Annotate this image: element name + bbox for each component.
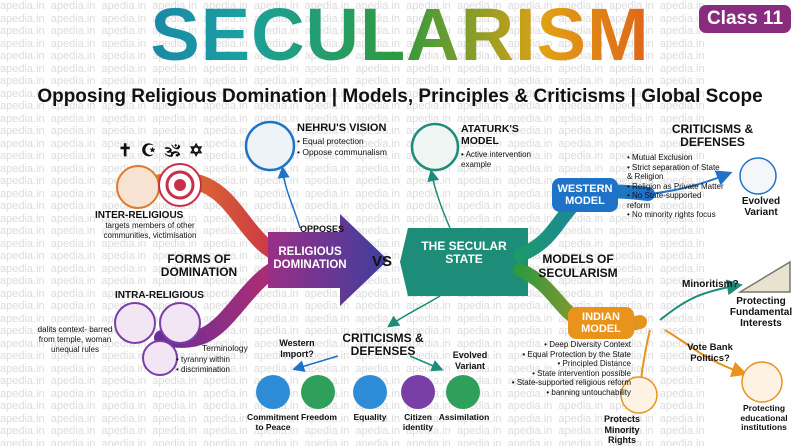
target-ring-outer bbox=[165, 170, 195, 200]
terminology-icon bbox=[159, 302, 201, 344]
vs-label: VS bbox=[372, 253, 393, 270]
indian-model-bullets: Deep Diversity Context Equal Protection … bbox=[503, 340, 631, 397]
plant-icon bbox=[301, 375, 335, 409]
protecting-educational-label: Protecting educational institutions bbox=[740, 403, 788, 432]
indian-bullet: banning untouchability bbox=[503, 388, 631, 398]
citizen-icon bbox=[401, 375, 435, 409]
minoritism-label: Minoritism? bbox=[682, 279, 739, 290]
religious-domination-label: RELIGIOUS DOMINATION bbox=[273, 246, 347, 271]
criticisms-top-title: CRITICISMS & DEFENSES bbox=[671, 122, 754, 149]
subtitle: Opposing Religious Domination | Models, … bbox=[37, 86, 763, 107]
terminology-label: Terminology bbox=[202, 343, 248, 353]
dove-icon bbox=[256, 375, 290, 409]
inter-religious-desc: targets members of other communities, vi… bbox=[103, 221, 197, 240]
protecting-educational-icon bbox=[741, 361, 783, 403]
indian-bullet: Deep Diversity Context bbox=[503, 340, 631, 350]
criticisms-top-bullets: Mutual Exclusion Strict separation of St… bbox=[627, 153, 725, 220]
models-of-secularism-title: MODELS OF SECULARISM bbox=[538, 252, 618, 280]
ataturk-bullet: Active intervention example bbox=[461, 150, 541, 169]
criticism-bullet: Religion as Private Matter bbox=[627, 182, 725, 192]
nehru-title: NEHRU'S VISION bbox=[297, 122, 387, 134]
value-label: Commitment to Peace bbox=[247, 412, 299, 432]
intra-bullet: tyranny within bbox=[176, 355, 230, 365]
criticism-bullet: No State-supported reform bbox=[627, 191, 725, 210]
evolved-variant-bottom: Evolved Variant bbox=[452, 350, 488, 371]
arrow-western-import bbox=[292, 355, 339, 373]
secular-state-label: THE SECULAR STATE bbox=[421, 239, 507, 266]
arrow-to-nehru bbox=[277, 166, 301, 229]
people-icon bbox=[116, 165, 160, 209]
nehru-bullet: Oppose communalism bbox=[297, 147, 387, 158]
ataturk-portrait-icon bbox=[410, 122, 460, 172]
western-model-pill bbox=[552, 178, 618, 212]
vote-bank-label: Vote Bank Politics? bbox=[687, 342, 733, 364]
intra-religious-bullets: tyranny within discrimination bbox=[176, 355, 230, 374]
secular-state-box bbox=[400, 228, 528, 296]
assimilation-icon bbox=[446, 375, 480, 409]
target-ring-inner bbox=[174, 179, 186, 191]
criticism-bullet: Mutual Exclusion bbox=[627, 153, 725, 163]
page-title: SECULARISM bbox=[0, 0, 800, 77]
indian-model-label: INDIAN MODEL bbox=[581, 311, 621, 335]
dalits-desc: dalits context- barred from temple, woma… bbox=[37, 325, 113, 354]
inter-religious-title: INTER-RELIGIOUS bbox=[95, 210, 184, 221]
arrow-minoritism bbox=[659, 279, 743, 321]
criticism-bullet: Strict separation of State & Religion bbox=[627, 163, 725, 182]
value-label: Freedom bbox=[301, 412, 337, 422]
religious-domination-arrow bbox=[268, 214, 388, 306]
dalits-icon bbox=[114, 302, 156, 344]
indian-bullet: Equal Protection by the State bbox=[503, 350, 631, 360]
arrow-vote-bank bbox=[664, 329, 748, 377]
intra-bullet: discrimination bbox=[176, 365, 230, 375]
nehru-bullet: Equal protection bbox=[297, 136, 387, 147]
rising-graph-icon bbox=[737, 260, 791, 293]
forms-of-domination-title: FORMS OF DOMINATION bbox=[160, 252, 238, 279]
arrow-to-criticisms-bottom bbox=[387, 295, 441, 328]
ataturk-bullets: Active intervention example bbox=[461, 150, 541, 169]
evolved-variant-right: Evolved Variant bbox=[741, 196, 781, 218]
nehru-bullets: Equal protection Oppose communalism bbox=[297, 136, 387, 158]
arrow-to-ataturk bbox=[427, 169, 451, 229]
indian-bullet: State intervention possible bbox=[503, 369, 631, 379]
ataturk-title: ATATURK'S MODEL bbox=[461, 123, 519, 147]
indian-bullet: State-supported religious reform bbox=[503, 378, 631, 388]
nehru-portrait-icon bbox=[244, 120, 296, 172]
western-model-label: WESTERN MODEL bbox=[557, 183, 613, 207]
value-label: Equality bbox=[353, 412, 387, 422]
value-label: Assimilation bbox=[438, 412, 490, 422]
class-badge: Class 11 bbox=[699, 5, 791, 33]
criticism-bullet: No minority rights focus bbox=[627, 210, 725, 220]
tyranny-icon bbox=[142, 340, 178, 376]
arrow-evolved-variant bbox=[409, 355, 444, 372]
protects-minority-label: Protects Minority Rights bbox=[603, 414, 640, 445]
criticisms-bottom-title: CRITICISMS & DEFENSES bbox=[342, 331, 424, 358]
equality-icon bbox=[353, 375, 387, 409]
western-import-label: Western Import? bbox=[279, 338, 315, 359]
religion-symbols: ✝ ☪ 🕉 ✡ bbox=[118, 141, 206, 160]
indian-bullet: Principled Distance bbox=[503, 359, 631, 369]
protecting-fundamental-label: Protecting Fundamental Interests bbox=[729, 296, 793, 329]
opposes-label: OPPOSES bbox=[300, 224, 345, 234]
indian-model-pill bbox=[568, 307, 634, 339]
intra-religious-title: INTRA-RELIGIOUS bbox=[115, 290, 204, 301]
value-label: Citizen identity bbox=[402, 412, 434, 432]
evolved-variant-icon bbox=[739, 157, 777, 195]
